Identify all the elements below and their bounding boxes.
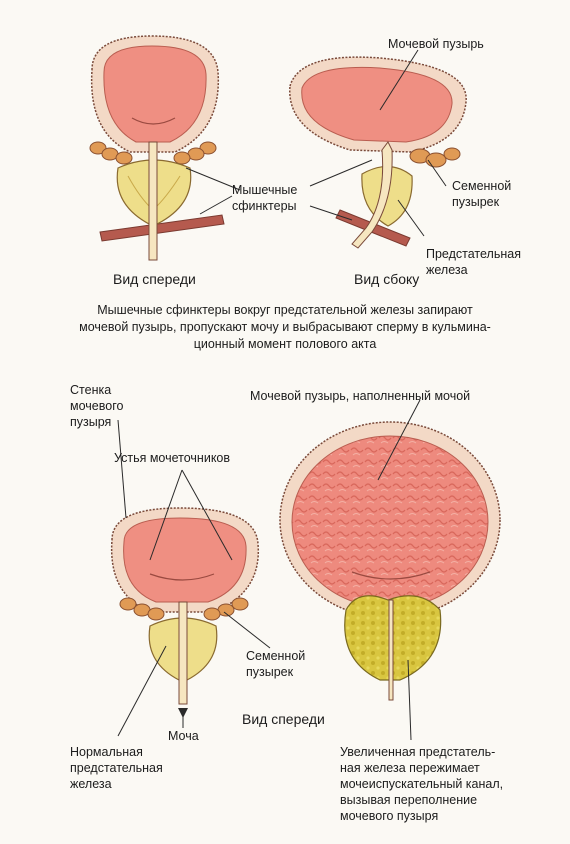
label-seminal-vesicle-bottom: Семенной пузырек	[246, 649, 306, 679]
urine-arrow	[178, 708, 188, 718]
enlarged-prostate-figure	[279, 421, 501, 701]
caption-side-view: Вид сбоку	[354, 271, 420, 287]
label-bladder: Мочевой пузырь	[388, 37, 484, 51]
label-seminal-vesicle-top: Семенной пузырек	[452, 179, 512, 209]
side-view-figure	[289, 56, 467, 249]
urethra-side	[351, 141, 393, 249]
label-enlarged-prostate: Увеличенная предстатель- ная железа пере…	[340, 745, 504, 823]
bladder-body-full	[291, 435, 489, 609]
label-normal-prostate: Нормальная предстательная железа	[70, 745, 163, 791]
urethra	[148, 141, 158, 261]
description-text: Мышечные сфинктеры вокруг предстательной…	[79, 303, 491, 351]
normal-bladder-figure	[110, 507, 260, 705]
bladder-body	[103, 45, 207, 143]
urethra-normal	[178, 601, 188, 705]
seminal-vesicles-normal	[119, 597, 249, 621]
seminal-vesicles	[89, 141, 217, 165]
compressed-urethra	[388, 599, 394, 701]
label-ureter-orifices: Устья мочеточников	[114, 451, 231, 465]
bladder-body-normal	[123, 517, 247, 603]
bladder-body-side	[301, 66, 453, 143]
seminal-vesicles-side	[409, 147, 461, 168]
ligament-band	[99, 214, 225, 242]
label-sphincters: Мышечные сфинктеры	[232, 183, 298, 213]
label-prostate-top: Предстательная железа	[426, 247, 521, 277]
leader-lines	[117, 49, 447, 741]
caption-front-view-bottom: Вид спереди	[242, 711, 325, 727]
front-view-top-figure	[89, 35, 225, 261]
caption-front-view-top: Вид спереди	[113, 271, 196, 287]
label-bladder-wall: Стенка мочевого пузыря	[70, 383, 124, 429]
label-urine: Моча	[168, 729, 199, 743]
label-full-bladder: Мочевой пузырь, наполненный мочой	[250, 389, 471, 403]
